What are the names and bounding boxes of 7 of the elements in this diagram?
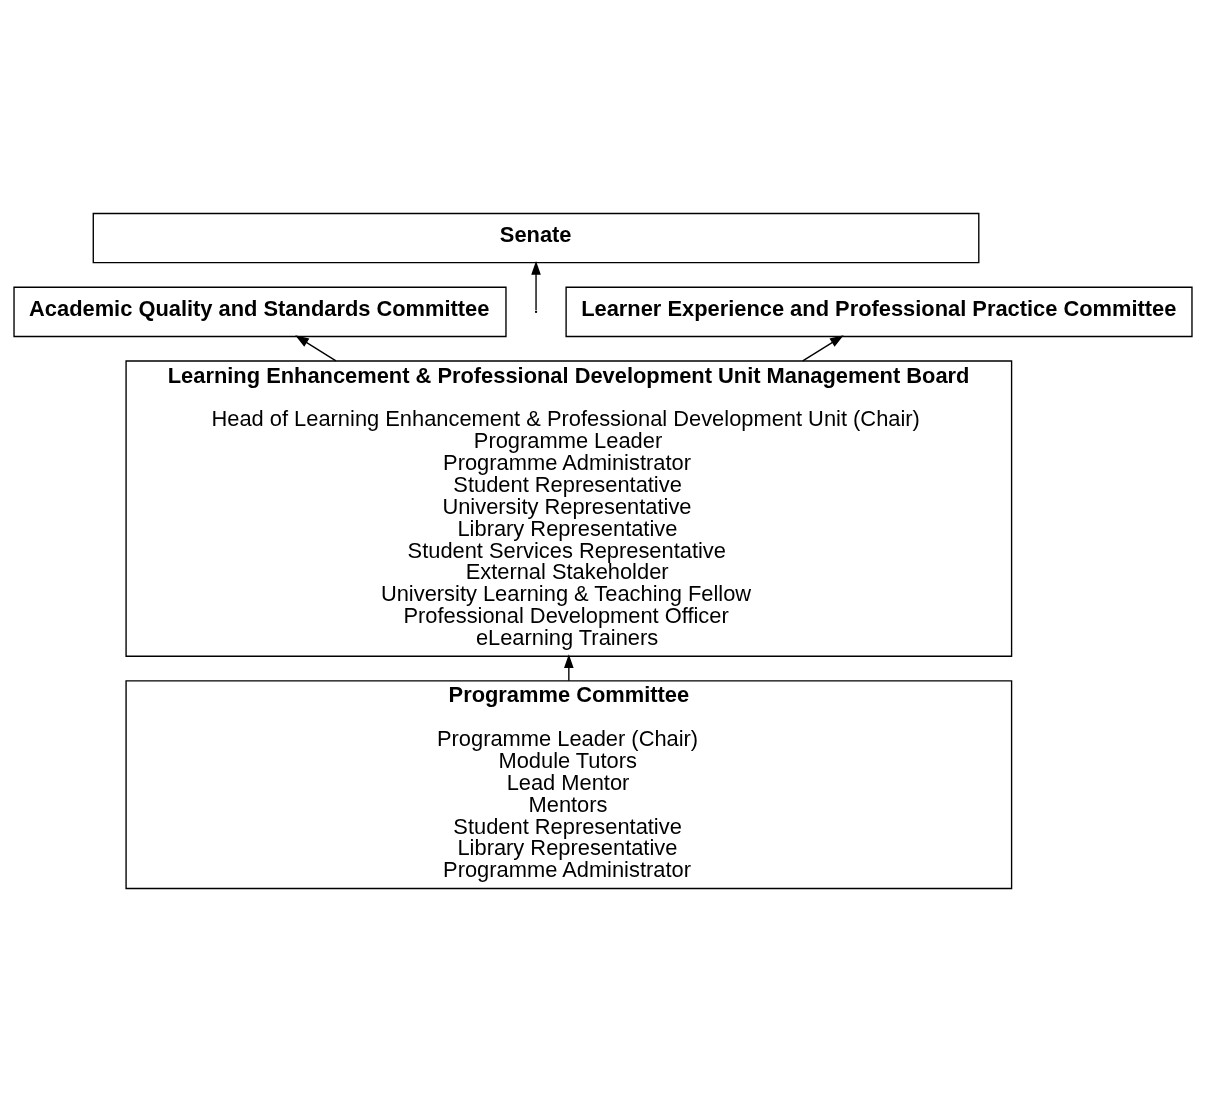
node-box: Learner Experience and Professional Practice Committee (565, 286, 1193, 338)
node-box: Academic Quality and Standards Committee (13, 286, 507, 338)
node-box: Learning Enhancement & Professional Development Unit Management Board Head of Learning Enhancement & Professional Development Unit (Chair) Programme Leader Programme Administrator Student Representative University Representative Library Representative Student Services Representative External Stakeholder University Learning & Teaching Fellow Professional Development Officer eLearning Trainers (125, 360, 1013, 657)
arrow (531, 260, 541, 311)
arrow (564, 654, 574, 682)
node-box: Senate (92, 212, 980, 264)
node-box: Programme Committee Programme Leader (Chair) Module Tutors Lead Mentor Mentors Student Representative Library Representative Programme Administrator (125, 680, 1013, 890)
